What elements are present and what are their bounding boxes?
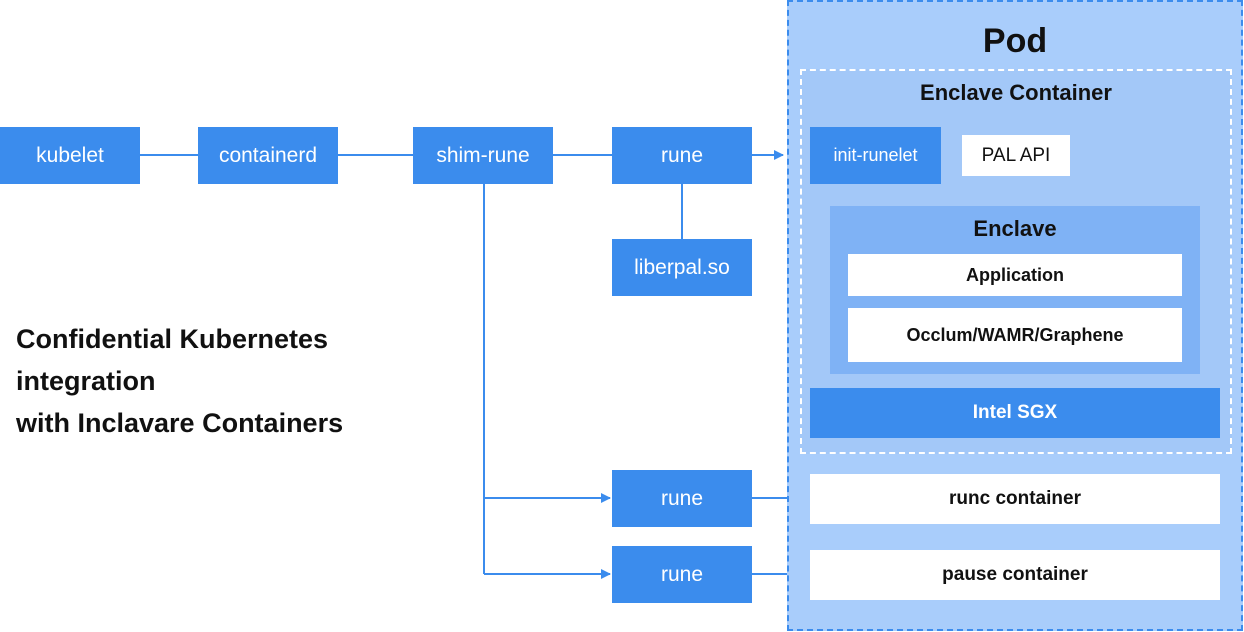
application-box: Application (848, 254, 1182, 296)
enclave-container-title: Enclave Container (920, 80, 1112, 105)
liberpal-box: liberpal.so (612, 239, 752, 296)
shim-rune-box: shim-rune (413, 127, 553, 184)
caption-line-2: integration (16, 366, 156, 396)
enclave-title: Enclave (973, 216, 1057, 241)
containerd-box: containerd (198, 127, 338, 184)
libos-box: Occlum/WAMR/Graphene (848, 308, 1182, 362)
pod-title: Pod (982, 22, 1048, 60)
rune-top-box: rune (612, 127, 752, 184)
init-runelet-box: init-runelet (810, 127, 941, 184)
pal-api-box: PAL API (962, 135, 1070, 176)
kubelet-box: kubelet (0, 127, 140, 184)
caption-line-1: Confidential Kubernetes (16, 324, 329, 354)
rune-bottom-box: rune (612, 546, 752, 603)
runc-container-box: runc container (810, 474, 1220, 524)
caption-line-3: with Inclavare Containers (16, 408, 344, 438)
diagram-caption: Confidential Kubernetes integration with… (16, 318, 476, 444)
rune-mid-box: rune (612, 470, 752, 527)
intel-sgx-box: Intel SGX (810, 388, 1220, 438)
pause-container-box: pause container (810, 550, 1220, 600)
